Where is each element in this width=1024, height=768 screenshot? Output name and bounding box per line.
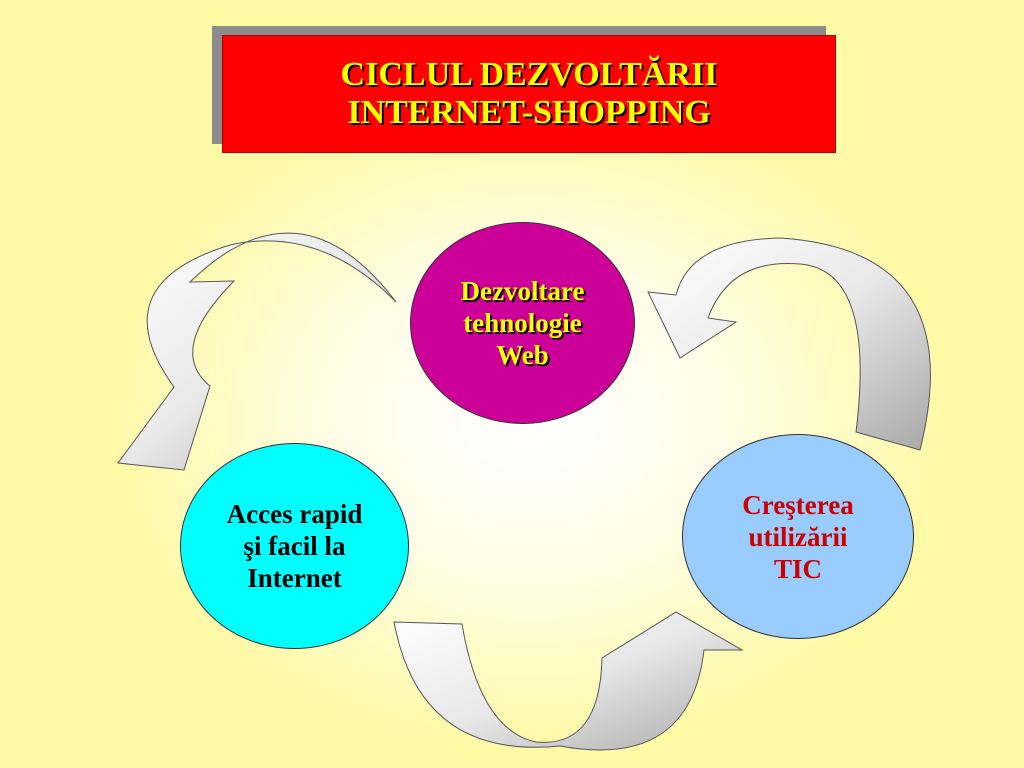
node-acces-line-3: Internet [247, 563, 342, 593]
node-tic-line-1: Creşterea [742, 489, 854, 520]
node-web-line-2: tehnologie [463, 308, 582, 338]
title-box: CICLUL DEZVOLTĂRII INTERNET-SHOPPING [222, 35, 836, 153]
title-line-1: CICLUL DEZVOLTĂRII [340, 56, 718, 93]
node-acces-internet: Acces rapid şi facil la Internet [180, 443, 409, 649]
title-line-2: INTERNET-SHOPPING [347, 94, 711, 131]
node-tic-line-2: utilizării [748, 521, 848, 552]
node-acces-line-1: Acces rapid [226, 499, 363, 529]
node-web-line-3: Web [496, 340, 549, 370]
arrow-tic-to-web [647, 237, 931, 451]
node-acces-line-2: şi facil la [243, 531, 346, 561]
node-crestere-tic: Creşterea utilizării TIC [682, 434, 914, 639]
arrow-acces-to-tic [393, 611, 744, 751]
node-web-line-1: Dezvoltare [460, 276, 585, 306]
node-tic-line-3: TIC [773, 553, 822, 584]
node-dezvoltare-web: Dezvoltare tehnologie Web [410, 222, 635, 424]
arrow-web-to-acces [117, 232, 397, 471]
